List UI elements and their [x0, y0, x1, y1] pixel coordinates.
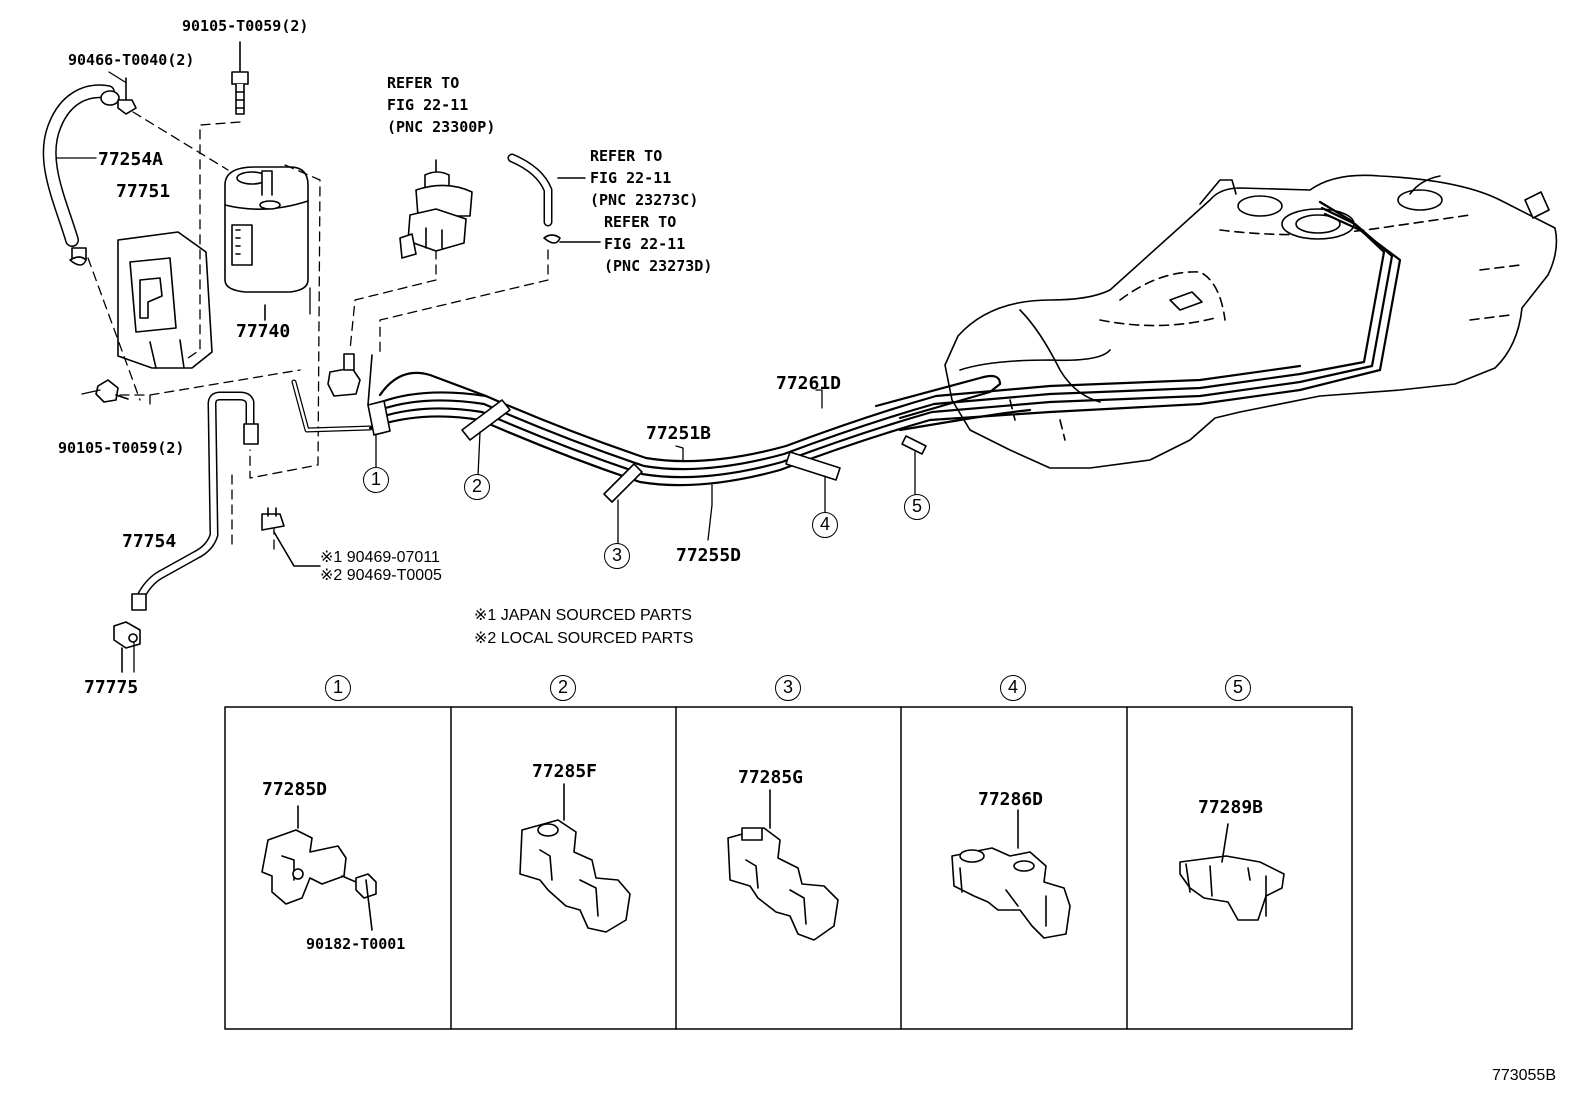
clamp-shape: [261, 507, 321, 567]
detail-table-frame: [224, 706, 1353, 1030]
note-japan-sourced: ※1 JAPAN SOURCED PARTS: [474, 607, 692, 624]
detail-header-4: 4: [1000, 675, 1026, 701]
note-local-sourced: ※2 LOCAL SOURCED PARTS: [474, 630, 694, 647]
label-bolt-bottom: 90105-T0059(2): [58, 439, 185, 457]
label-77261d: 77261D: [776, 373, 842, 394]
label-77775: 77775: [84, 677, 139, 698]
detail-part-77289b: 77289B: [1198, 797, 1264, 818]
detail-part-77285f: 77285F: [532, 761, 598, 782]
refer-line: FIG 22-11: [387, 96, 469, 114]
detail-header-2: 2: [550, 675, 576, 701]
tape-clamps: [367, 399, 927, 503]
refer-line: REFER TO: [387, 74, 460, 92]
bolt-top-shape: [231, 41, 249, 115]
label-clamp-local: ※2 90469-T0005: [320, 567, 442, 584]
refer-line: (PNC 23273C): [590, 191, 699, 209]
detail-part-77285d: 77285D: [262, 779, 328, 800]
vsv-valve-shape: [327, 353, 373, 406]
refer-line: REFER TO: [604, 213, 677, 231]
dashed-leaders: [87, 111, 549, 556]
clip-top-shape: [117, 77, 137, 115]
callout-5: 5: [904, 494, 930, 520]
clip-77285f-shape: [519, 783, 631, 933]
vsv-23300p-shape: [399, 159, 473, 259]
refer-line: FIG 22-11: [590, 169, 672, 187]
label-77751: 77751: [116, 181, 171, 202]
detail-part-90182-t0001: 90182-T0001: [306, 935, 406, 953]
label-clamp-japan: ※1 90469-07011: [320, 549, 440, 566]
label-bolt-top: 90105-T0059(2): [182, 17, 309, 35]
hose-77254a-shape: [42, 84, 120, 261]
callout-3: 3: [604, 543, 630, 569]
label-77251b: 77251B: [646, 423, 712, 444]
detail-header-3: 3: [775, 675, 801, 701]
refer-23300p: REFER TO FIG 22-11 (PNC 23300P): [387, 72, 495, 138]
clip-77285g-shape: [727, 789, 839, 941]
refer-line: FIG 22-11: [604, 235, 686, 253]
refer-line: (PNC 23273D): [604, 257, 713, 275]
refer-23273d: REFER TO FIG 22-11 (PNC 23273D): [604, 211, 712, 277]
bolt-bottom-shape: [95, 379, 129, 403]
callout-1: 1: [363, 467, 389, 493]
canister-77740-shape: [224, 166, 309, 321]
detail-header-5: 5: [1225, 675, 1251, 701]
nut-77775-shape: [113, 621, 141, 673]
detail-header-1: 1: [325, 675, 351, 701]
clip-77285d-shape: [261, 805, 377, 931]
refer-line: REFER TO: [590, 147, 663, 165]
clip-77289b-shape: [1179, 823, 1285, 921]
hose-23273c-shape: [507, 153, 586, 227]
callout-2: 2: [464, 474, 490, 500]
refer-line: (PNC 23300P): [387, 118, 496, 136]
label-77740: 77740: [236, 321, 291, 342]
refer-23273c: REFER TO FIG 22-11 (PNC 23273C): [590, 145, 698, 211]
bracket-77751-shape: [117, 231, 213, 369]
label-77255d: 77255D: [676, 545, 742, 566]
label-clip-top: 90466-T0040(2): [68, 51, 195, 69]
figure-code: 773055B: [1491, 1067, 1556, 1084]
callout-leaders: [55, 71, 916, 673]
detail-part-77286d: 77286D: [978, 789, 1044, 810]
label-77754: 77754: [122, 531, 177, 552]
callout-4: 4: [812, 512, 838, 538]
clip-23273d-shape: [543, 234, 601, 244]
clip-77286d-shape: [951, 809, 1071, 939]
fuel-tank-shape: [944, 174, 1558, 469]
tube-bundle-shape: [368, 200, 1402, 487]
hose-77754-shape: [131, 391, 259, 611]
detail-part-77285g: 77285G: [738, 767, 804, 788]
label-77254a: 77254A: [98, 149, 164, 170]
